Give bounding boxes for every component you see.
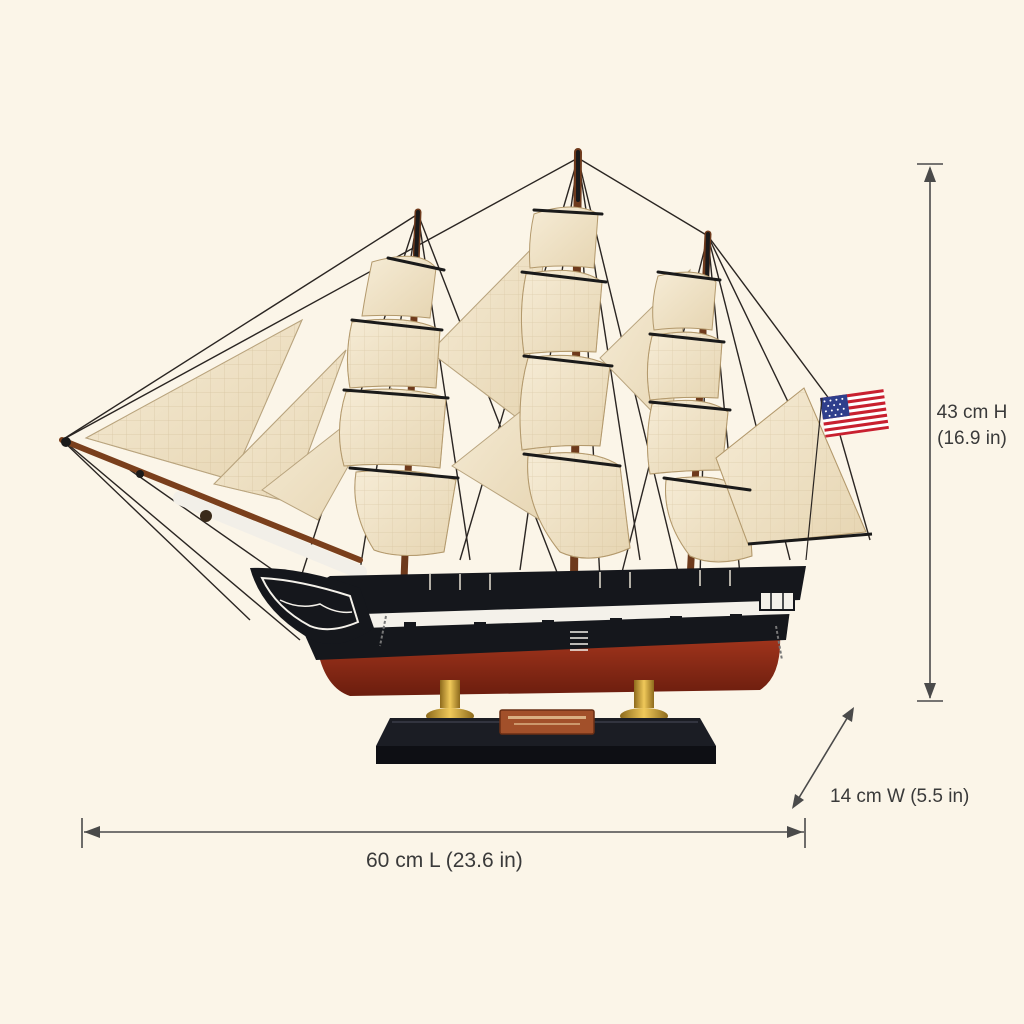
width-dimension-label: 14 cm W (5.5 in) — [830, 786, 970, 807]
name-plate — [499, 709, 595, 735]
fore-mast-sails — [338, 255, 457, 557]
main-mast-sails — [519, 206, 631, 559]
height-metric: 43 cm H — [936, 402, 1008, 423]
yards — [342, 208, 752, 492]
height-dimension-label: 43 cm H (16.9 in) — [932, 400, 1012, 452]
spanker-sail — [715, 387, 873, 546]
gun-ports — [404, 614, 742, 633]
height-imperial: (16.9 in) — [937, 428, 1007, 449]
length-dimension-label: 60 cm L (23.6 in) — [366, 849, 523, 872]
mizzen-mast-sails — [646, 271, 753, 563]
height-dimension-line — [917, 163, 943, 702]
bowsprit — [59, 437, 367, 579]
us-flag-icon — [820, 389, 889, 438]
jib-sails — [84, 318, 393, 521]
length-dimension-line — [81, 818, 806, 848]
hull — [250, 566, 806, 696]
width-dimension-line — [792, 707, 854, 809]
